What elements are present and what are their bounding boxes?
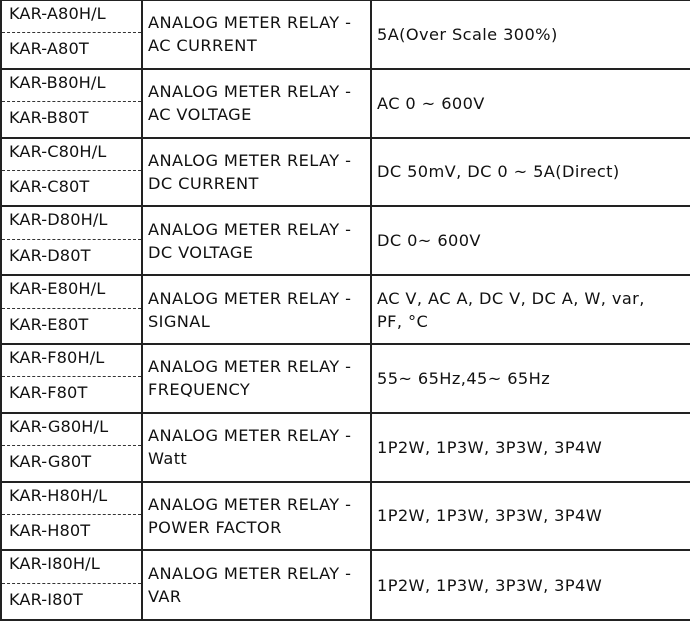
model-number-hl: KAR-D80H/L (2, 207, 141, 240)
description-cell: ANALOG METER RELAY - AC CURRENT (143, 1, 372, 68)
description-line-1: ANALOG METER RELAY - (148, 357, 352, 377)
model-number-hl: KAR-I80H/L (2, 551, 141, 585)
description-line-2: VAR (148, 587, 182, 607)
specification-line-1: 1P2W, 1P3W, 3P3W, 3P4W (377, 437, 603, 457)
model-column: KAR-A80H/L KAR-A80T (0, 1, 143, 68)
description-line-2: SIGNAL (148, 311, 211, 331)
table-row: KAR-C80H/L KAR-C80T ANALOG METER RELAY - DC… (0, 138, 690, 208)
description-line-1: ANALOG METER RELAY - (148, 426, 352, 446)
specification-cell: AC 0 ~ 600V (372, 70, 690, 137)
specification-line-1: DC 0~ 600V (377, 231, 481, 251)
specification-line-1: AC 0 ~ 600V (377, 93, 485, 113)
model-column: KAR-G80H/L KAR-G80T (0, 413, 143, 481)
description-line-1: ANALOG METER RELAY - (148, 288, 352, 308)
model-column: KAR-H80H/L KAR-H80T (0, 482, 143, 550)
description-cell: ANALOG METER RELAY - DC VOLTAGE (143, 207, 372, 275)
model-number-t: KAR-C80T (9, 177, 90, 196)
description-line-2: AC CURRENT (148, 36, 258, 56)
model-number-t: KAR-E80T (9, 314, 89, 334)
specification-cell: 5A(Over Scale 300%) (372, 1, 690, 68)
model-column: KAR-I80H/L KAR-I80T (0, 551, 143, 620)
specification-line-1: 55~ 65Hz,45~ 65Hz (377, 368, 551, 388)
specification-line-1: 5A(Over Scale 300%) (377, 24, 558, 44)
model-column: KAR-C80H/L KAR-C80T (0, 138, 143, 206)
specification-cell: 1P2W, 1P3W, 3P3W, 3P4W (372, 414, 690, 481)
specification-cell: DC 50mV, DC 0 ~ 5A(Direct) (372, 139, 690, 206)
table-row: KAR-H80H/L KAR-H80T ANALOG METER RELAY - PO… (0, 482, 690, 552)
description-line-2: POWER FACTOR (148, 517, 282, 537)
table-row: KAR-I80H/L KAR-I80T ANALOG METER RELAY - VA… (0, 551, 690, 622)
model-column: KAR-D80H/L KAR-D80T (0, 207, 143, 275)
table-row: KAR-G80H/L KAR-G80T ANALOG METER RELAY - Wa… (0, 413, 690, 483)
specification-cell: AC V, AC A, DC V, DC A, W, var, PF, °C (372, 276, 690, 343)
model-column: KAR-F80H/L KAR-F80T (0, 344, 143, 412)
description-line-1: ANALOG METER RELAY - (148, 494, 352, 514)
model-column: KAR-E80H/L KAR-E80T (0, 276, 143, 343)
model-number-hl: KAR-B80H/L (2, 70, 141, 103)
description-line-1: ANALOG METER RELAY - (148, 13, 352, 33)
description-line-1: ANALOG METER RELAY - (148, 219, 352, 239)
model-number-t: KAR-D80T (9, 245, 91, 265)
description-cell: ANALOG METER RELAY - POWER FACTOR (143, 482, 372, 550)
specification-line-1: 1P2W, 1P3W, 3P3W, 3P4W (377, 575, 603, 595)
specification-line-1: 1P2W, 1P3W, 3P3W, 3P4W (377, 506, 603, 526)
table-row: KAR-E80H/L KAR-E80T ANALOG METER RELAY - SI… (0, 276, 690, 345)
specification-cell: 1P2W, 1P3W, 3P3W, 3P4W (372, 483, 690, 550)
model-number-t: KAR-B80T (9, 108, 89, 128)
model-number-t: KAR-A80T (9, 39, 89, 59)
description-line-1: ANALOG METER RELAY - (148, 82, 352, 102)
description-cell: ANALOG METER RELAY - VAR (143, 551, 372, 620)
table-row: KAR-F80H/L KAR-F80T ANALOG METER RELAY - FR… (0, 344, 690, 414)
model-number-hl: KAR-F80H/L (2, 345, 141, 378)
model-column: KAR-B80H/L KAR-B80T (0, 69, 143, 137)
specification-cell: DC 0~ 600V (372, 207, 690, 274)
model-number-t: KAR-H80T (9, 520, 91, 540)
description-cell: ANALOG METER RELAY - FREQUENCY (143, 344, 372, 412)
model-number-hl: KAR-C80H/L (2, 139, 141, 171)
model-number-t: KAR-F80T (9, 383, 88, 403)
specification-line-1: DC 50mV, DC 0 ~ 5A(Direct) (377, 162, 620, 182)
model-number-t: KAR-G80T (9, 452, 92, 472)
model-number-hl: KAR-H80H/L (2, 483, 141, 515)
description-line-2: DC VOLTAGE (148, 242, 254, 262)
description-line-2: FREQUENCY (148, 380, 251, 400)
description-line-1: ANALOG METER RELAY - (148, 564, 352, 584)
description-cell: ANALOG METER RELAY - AC VOLTAGE (143, 69, 372, 137)
table-row: KAR-A80H/L KAR-A80T ANALOG METER RELAY - AC… (0, 1, 690, 70)
model-number-hl: KAR-E80H/L (2, 276, 141, 309)
model-number-t: KAR-I80T (9, 590, 83, 610)
description-line-2: Watt (148, 449, 188, 469)
specification-line-1: AC V, AC A, DC V, DC A, W, var, (377, 288, 645, 308)
model-number-hl: KAR-G80H/L (2, 414, 141, 447)
description-cell: ANALOG METER RELAY - SIGNAL (143, 276, 372, 343)
description-cell: ANALOG METER RELAY - Watt (143, 413, 372, 481)
description-line-2: AC VOLTAGE (148, 105, 252, 125)
table-row: KAR-B80H/L KAR-B80T ANALOG METER RELAY - AC… (0, 69, 690, 139)
description-line-2: DC CURRENT (148, 173, 259, 193)
description-line-1: ANALOG METER RELAY - (148, 150, 352, 170)
model-number-hl: KAR-A80H/L (2, 1, 141, 34)
description-cell: ANALOG METER RELAY - DC CURRENT (143, 138, 372, 206)
specification-cell: 55~ 65Hz,45~ 65Hz (372, 345, 690, 412)
specification-line-2: PF, °C (377, 311, 429, 331)
table-row: KAR-D80H/L KAR-D80T ANALOG METER RELAY - DC… (0, 207, 690, 277)
specification-cell: 1P2W, 1P3W, 3P3W, 3P4W (372, 551, 690, 619)
